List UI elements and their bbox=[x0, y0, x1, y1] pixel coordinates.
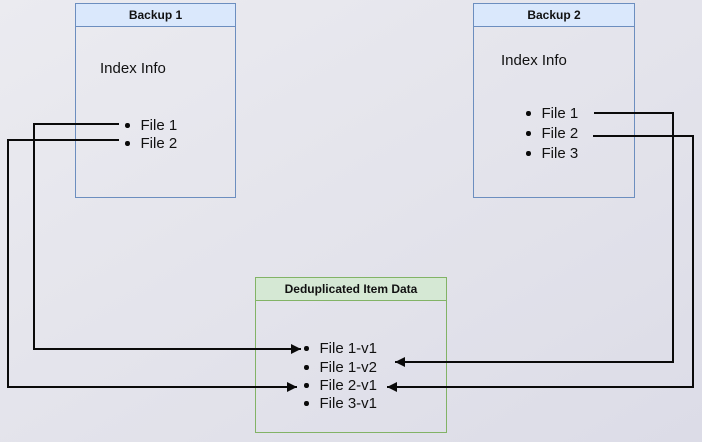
backup1-box: Backup 1 bbox=[75, 3, 236, 198]
bullet-icon bbox=[304, 365, 309, 370]
dedup-item: File 3-v1 bbox=[304, 395, 377, 412]
item-label: File 3-v1 bbox=[319, 395, 378, 412]
file-label: File 3 bbox=[541, 145, 579, 162]
bullet-icon bbox=[125, 123, 130, 128]
file-label: File 2 bbox=[140, 135, 178, 152]
bullet-icon bbox=[304, 346, 309, 351]
backup1-index-info-label: Index Info bbox=[100, 60, 166, 77]
backup2-file-item: File 2 bbox=[526, 125, 578, 142]
item-label: File 1-v1 bbox=[319, 340, 378, 357]
backup2-file-item: File 1 bbox=[526, 105, 578, 122]
bullet-icon bbox=[526, 111, 531, 116]
bullet-icon bbox=[304, 383, 309, 388]
backup2-title: Backup 2 bbox=[474, 4, 634, 27]
backup2-index-info-label: Index Info bbox=[501, 52, 567, 69]
bullet-icon bbox=[125, 141, 130, 146]
backup1-file-item: File 2 bbox=[125, 135, 177, 152]
backup2-file-item: File 3 bbox=[526, 145, 578, 162]
file-label: File 1 bbox=[140, 117, 178, 134]
bullet-icon bbox=[526, 131, 531, 136]
dedup-item: File 1-v1 bbox=[304, 340, 377, 357]
bullet-icon bbox=[526, 151, 531, 156]
backup1-title: Backup 1 bbox=[76, 4, 235, 27]
bullet-icon bbox=[304, 401, 309, 406]
dedup-item: File 2-v1 bbox=[304, 377, 377, 394]
file-label: File 2 bbox=[541, 125, 579, 142]
item-label: File 1-v2 bbox=[319, 359, 378, 376]
backup2-box: Backup 2 bbox=[473, 3, 635, 198]
item-label: File 2-v1 bbox=[319, 377, 378, 394]
dedup-title: Deduplicated Item Data bbox=[256, 278, 446, 301]
file-label: File 1 bbox=[541, 105, 579, 122]
backup1-file-item: File 1 bbox=[125, 117, 177, 134]
dedup-item: File 1-v2 bbox=[304, 359, 377, 376]
